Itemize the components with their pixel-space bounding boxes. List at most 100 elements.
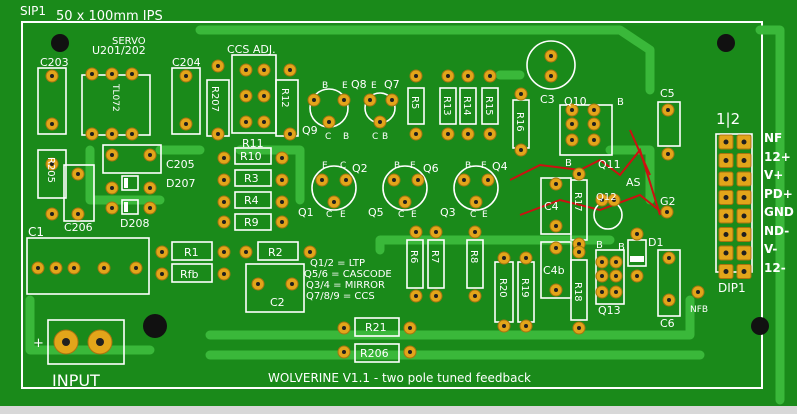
- pad-hole: [342, 350, 346, 354]
- r207-label: R207: [209, 86, 220, 112]
- r17-label: R17: [572, 192, 583, 212]
- pad-hole: [36, 266, 40, 270]
- pad-hole: [614, 290, 618, 294]
- c1-label: C1: [28, 225, 44, 239]
- pad-hole: [486, 178, 490, 182]
- pad-hole: [280, 200, 284, 204]
- pad-hole: [244, 120, 248, 124]
- q8-label: Q8: [351, 78, 367, 91]
- transistor-pin-letters: B E E C B C B E C B E B E C E C E C E B …: [322, 81, 625, 253]
- footer-title: WOLVERINE V1.1 - two pole tuned feedback: [268, 371, 531, 385]
- pad-hole: [288, 132, 292, 136]
- pad-hole: [308, 250, 312, 254]
- pad-hole: [50, 162, 54, 166]
- pad-hole: [216, 64, 220, 68]
- pin-letter-b: B: [617, 97, 624, 108]
- dip-pin-vp: V+: [764, 168, 783, 182]
- pad-hole: [466, 132, 470, 136]
- pad-hole: [741, 232, 747, 237]
- pin-letter-e: E: [340, 210, 346, 220]
- pad-hole: [148, 153, 152, 157]
- bias-label: AS: [626, 176, 641, 189]
- pad-hole: [554, 224, 558, 228]
- window-bottom-strip: [0, 406, 797, 414]
- r21-label: R21: [365, 321, 387, 334]
- pad-hole: [577, 326, 581, 330]
- pad-hole: [222, 200, 226, 204]
- pad-hole: [592, 122, 596, 126]
- r13-label: R13: [441, 96, 452, 116]
- q10-label: Q10: [564, 95, 587, 108]
- pad-hole: [414, 74, 418, 78]
- pin-letter-e: E: [482, 210, 488, 220]
- c3-label: C3: [540, 93, 555, 106]
- dip-top-numbers: 1|2: [716, 110, 740, 128]
- rfb-label: Rfb: [180, 268, 199, 281]
- pad-hole: [222, 220, 226, 224]
- pad-hole: [222, 272, 226, 276]
- note-line-4: Q7/8/9 = CCS: [306, 291, 375, 302]
- dip-pin-nf: NF: [764, 131, 782, 145]
- pin-letter-e: E: [322, 161, 328, 171]
- pad-hole: [723, 139, 729, 145]
- pin-letter-e: E: [342, 81, 348, 91]
- pad-hole: [414, 294, 418, 298]
- pad-hole: [600, 260, 604, 264]
- pad-hole: [102, 266, 106, 270]
- board-size-label: 50 x 100mm IPS: [56, 9, 163, 24]
- pad-hole: [600, 274, 604, 278]
- r14-label: R14: [461, 96, 472, 116]
- pad-hole: [244, 68, 248, 72]
- pad-hole: [414, 132, 418, 136]
- pad-hole: [110, 206, 114, 210]
- pad-hole: [76, 212, 80, 216]
- pad-hole: [290, 282, 294, 286]
- pad-hole: [519, 92, 523, 96]
- pad-hole: [72, 266, 76, 270]
- pad-hole: [741, 269, 747, 274]
- pad-hole: [312, 98, 316, 102]
- pad-hole: [368, 98, 372, 102]
- silkscreen-labels: SIP1 50 x 100mm IPS SERVO U201/202 CCS A…: [20, 4, 794, 390]
- pad-hole: [327, 120, 331, 124]
- pad-hole: [288, 68, 292, 72]
- ccs-adj-label: CCS ADJ.: [227, 43, 276, 56]
- pad-hole: [723, 250, 729, 256]
- pad-hole: [344, 178, 348, 182]
- u201-label: U201/202: [92, 44, 146, 57]
- pad-hole: [342, 98, 346, 102]
- dip-pin-ndm: ND-: [764, 224, 789, 238]
- pad-hole: [216, 132, 220, 136]
- pad-hole: [554, 182, 558, 186]
- pad-hole: [50, 74, 54, 78]
- pin-letter-b: B: [343, 132, 349, 142]
- pad-hole: [222, 250, 226, 254]
- c206-label: C206: [64, 221, 93, 234]
- c2-label: C2: [270, 296, 285, 309]
- r20-label: R20: [497, 278, 508, 298]
- pad-hole: [570, 138, 574, 142]
- mounting-holes: [51, 34, 769, 338]
- input-polarity: +: [33, 336, 44, 351]
- pad-hole: [90, 132, 94, 136]
- pad-hole: [570, 108, 574, 112]
- r4-label: R4: [244, 194, 259, 207]
- c4b-label: C4b: [543, 264, 565, 277]
- pad-hole: [474, 200, 478, 204]
- pad-hole: [741, 195, 747, 200]
- pad-hole: [723, 158, 729, 163]
- pad-hole: [280, 220, 284, 224]
- pad-hole: [416, 178, 420, 182]
- pad-hole: [256, 282, 260, 286]
- pin-letter-c: C: [340, 161, 346, 171]
- dip-pin-vm: V-: [764, 242, 777, 256]
- pad-hole: [434, 230, 438, 234]
- pin-letter-b: B: [465, 161, 471, 171]
- r12-label: R12: [279, 88, 290, 108]
- g2-label: G2: [660, 195, 676, 208]
- pad-hole: [110, 153, 114, 157]
- pin-letter-c: C: [398, 210, 404, 220]
- dip-title: DIP1: [718, 281, 746, 295]
- pin-letter-c: C: [470, 210, 476, 220]
- dip-pin-gnd: GND: [764, 205, 794, 219]
